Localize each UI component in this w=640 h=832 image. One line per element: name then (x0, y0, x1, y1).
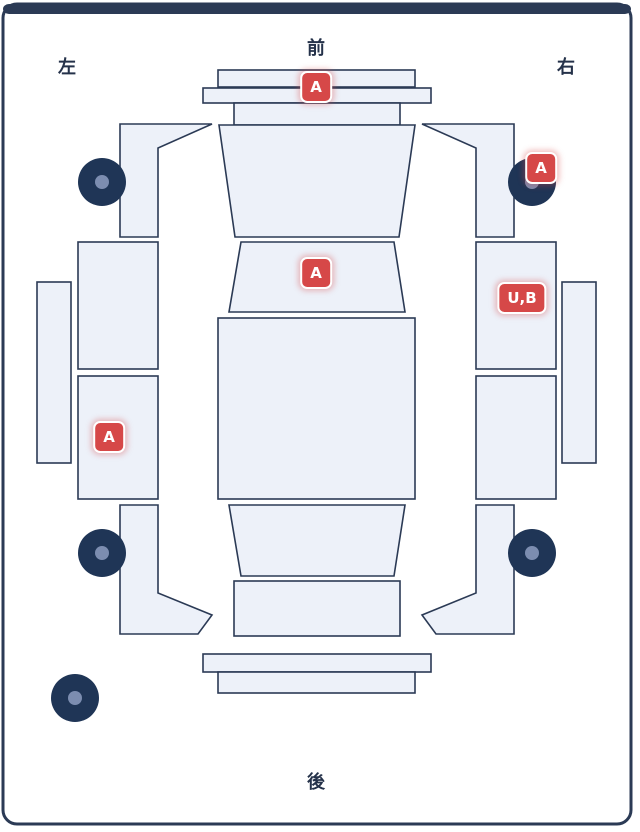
wheel-rear-right[interactable] (508, 529, 556, 577)
right-rear-fender[interactable] (420, 504, 515, 635)
front-grille[interactable] (233, 102, 401, 126)
roof[interactable] (217, 317, 416, 500)
left-front-fender[interactable] (119, 123, 213, 238)
label-rear: 後 (307, 772, 325, 793)
label-front: 前 (307, 38, 325, 59)
label-right: 右 (557, 57, 575, 78)
right-front-fender[interactable] (421, 123, 515, 238)
rear-bumper-lower[interactable] (217, 671, 416, 694)
frame-top-bar (3, 4, 631, 14)
left-side-sill[interactable] (36, 281, 72, 464)
rear-window[interactable] (228, 504, 406, 577)
wheel-front-left[interactable] (78, 158, 126, 206)
wheel-rear-left[interactable] (78, 529, 126, 577)
trunk[interactable] (233, 580, 401, 637)
damage-badge-bonnet[interactable]: A (300, 257, 332, 289)
right-rear-door[interactable] (475, 375, 557, 500)
right-side-sill[interactable] (561, 281, 597, 464)
label-left: 左 (58, 57, 76, 78)
left-rear-fender[interactable] (119, 504, 214, 635)
bonnet[interactable] (218, 124, 416, 238)
damage-badge-right-front-fender[interactable]: A (525, 152, 557, 184)
spare-wheel[interactable] (51, 674, 99, 722)
damage-badge-front-bumper[interactable]: A (300, 71, 332, 103)
rear-bumper-upper[interactable] (202, 653, 432, 673)
damage-badge-right-front-door[interactable]: U,B (497, 282, 547, 314)
damage-badge-left-rear-door[interactable]: A (93, 421, 125, 453)
left-front-door[interactable] (77, 241, 159, 370)
